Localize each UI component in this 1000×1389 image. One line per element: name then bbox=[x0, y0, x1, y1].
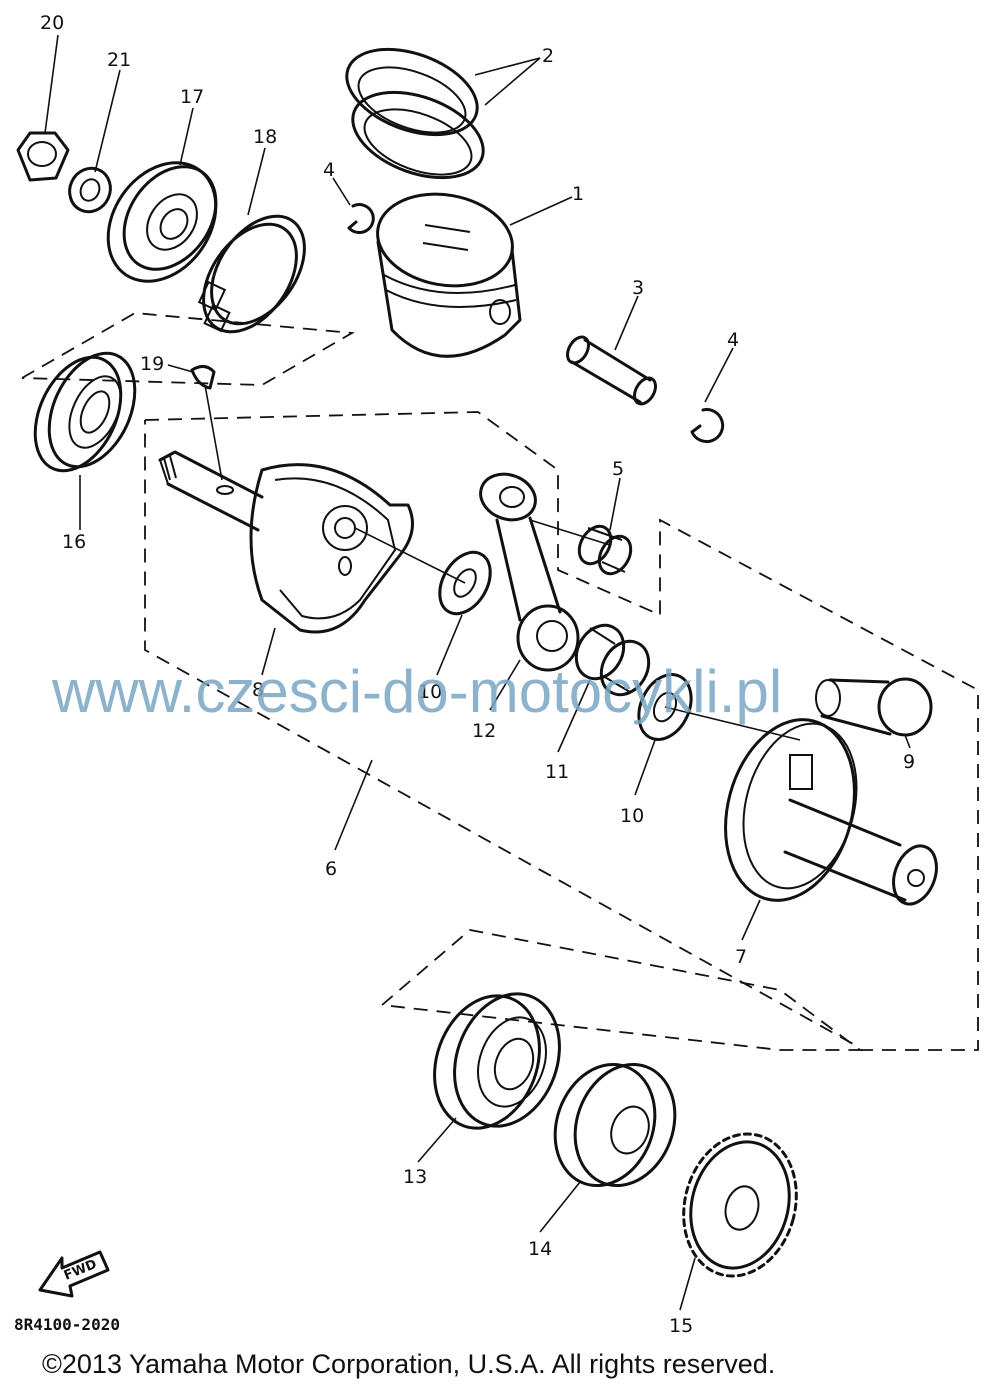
group-outline-17-18 bbox=[21, 312, 355, 386]
callout-11: 11 bbox=[545, 761, 569, 783]
connecting-rod-part-12 bbox=[479, 472, 580, 672]
callout-19: 19 bbox=[140, 353, 164, 375]
piston-part-1 bbox=[376, 192, 522, 358]
callout-20: 20 bbox=[40, 12, 64, 34]
crank-pin-part-9 bbox=[815, 677, 933, 737]
circlip-part-4b bbox=[690, 408, 725, 444]
callout-21: 21 bbox=[107, 49, 131, 71]
group-outline-crankshaft bbox=[144, 411, 979, 1051]
watermark-text: www.czesci-do-motocykli.pl bbox=[51, 658, 782, 725]
group-outline-lower bbox=[381, 929, 863, 1051]
fwd-arrow-icon: FWD bbox=[38, 1250, 110, 1298]
callout-1: 1 bbox=[572, 183, 584, 205]
big-end-bearing-part-11 bbox=[574, 623, 651, 697]
bearing-part-16 bbox=[33, 351, 137, 473]
piston-rings-part-2 bbox=[345, 47, 485, 180]
washer-part-10b bbox=[637, 673, 693, 741]
callout-12: 12 bbox=[472, 720, 496, 742]
band-part-18 bbox=[197, 214, 306, 334]
seal-part-14 bbox=[553, 1062, 677, 1188]
washer-part-21 bbox=[68, 166, 112, 214]
callout-8: 8 bbox=[252, 679, 264, 701]
callout-6: 6 bbox=[325, 858, 337, 880]
callout-17: 17 bbox=[180, 86, 204, 108]
callout-3: 3 bbox=[632, 277, 644, 299]
leader-lines bbox=[44, 34, 911, 1311]
copyright-notice: ©2013 Yamaha Motor Corporation, U.S.A. A… bbox=[42, 1349, 775, 1379]
callout-18: 18 bbox=[253, 126, 277, 148]
callout-2: 2 bbox=[542, 45, 554, 67]
gear-part-15 bbox=[682, 1132, 798, 1278]
callout-15: 15 bbox=[669, 1315, 693, 1337]
small-end-bearing-part-5 bbox=[577, 524, 633, 576]
callout-4b: 4 bbox=[727, 329, 739, 351]
bearing-part-13 bbox=[433, 992, 561, 1130]
nut-part-20 bbox=[16, 131, 70, 182]
callout-7: 7 bbox=[735, 946, 747, 968]
callout-16: 16 bbox=[62, 531, 86, 553]
callout-10b: 10 bbox=[620, 805, 644, 827]
callout-5: 5 bbox=[612, 458, 624, 480]
crank-right-part-7 bbox=[724, 718, 938, 906]
diagram-code: 8R4100-2020 bbox=[14, 1315, 120, 1334]
circlip-part-4a bbox=[347, 203, 375, 234]
callout-numbers: 20 21 17 18 2 4 1 3 4 19 16 5 8 10 12 11… bbox=[40, 12, 915, 1337]
key-part-19 bbox=[190, 365, 216, 390]
piston-pin-part-3 bbox=[566, 335, 657, 406]
callout-10a: 10 bbox=[418, 681, 442, 703]
seal-part-17 bbox=[106, 161, 218, 283]
callout-9: 9 bbox=[903, 751, 915, 773]
crank-left-part-8 bbox=[158, 450, 414, 634]
callout-13: 13 bbox=[403, 1166, 427, 1188]
callout-4a: 4 bbox=[323, 159, 335, 181]
callout-14: 14 bbox=[528, 1238, 552, 1260]
